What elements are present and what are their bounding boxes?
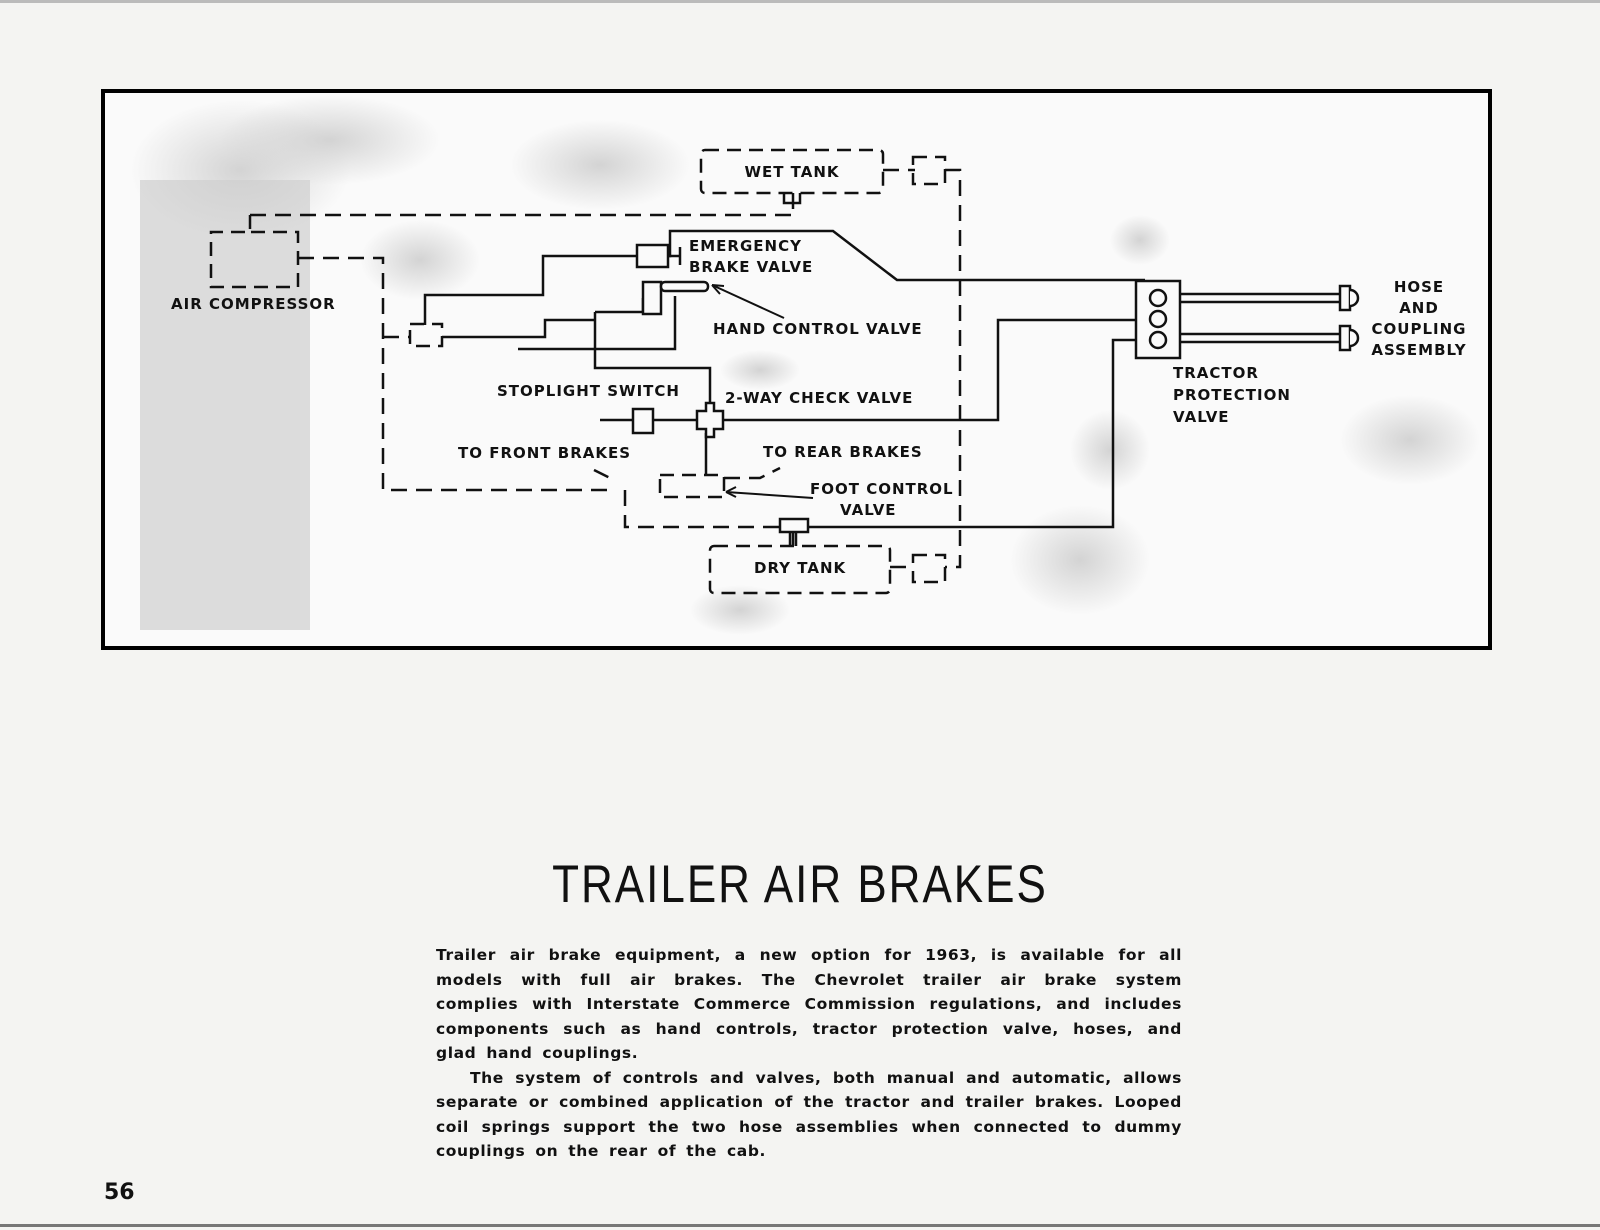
- dashed-air-lines: [250, 168, 962, 569]
- label-air-compressor: AIR COMPRESSOR: [171, 295, 336, 313]
- air-compressor-box: [209, 215, 300, 289]
- label-hand-control-valve: HAND CONTROL VALVE: [713, 320, 923, 338]
- label-hose-coupling-4: ASSEMBLY: [1371, 341, 1466, 359]
- hand-control-valve: [641, 280, 663, 316]
- label-tractor-protection-valve-2: PROTECTION: [1173, 386, 1291, 404]
- hand-control-lever: [659, 280, 710, 293]
- wet-tank-box: [699, 148, 885, 195]
- dry-tank-drain: [911, 553, 947, 584]
- article-paragraph-1: Trailer air brake equipment, a new optio…: [436, 946, 1182, 1062]
- dry-tank-check-valve: [778, 517, 810, 534]
- label-hose-coupling-3: COUPLING: [1372, 320, 1467, 338]
- foot-control-valve-box: [658, 473, 726, 499]
- article-body: Trailer air brake equipment, a new optio…: [436, 943, 1182, 1164]
- valve-components: [631, 193, 1360, 546]
- halftone-shading: [130, 95, 1480, 635]
- dashed-components: [209, 148, 947, 595]
- label-dry-tank: DRY TANK: [754, 559, 846, 577]
- label-emergency-brake-valve-1: EMERGENCY: [689, 237, 802, 255]
- label-hose-coupling-2: AND: [1399, 299, 1439, 317]
- label-hose-coupling-1: HOSE: [1394, 278, 1444, 296]
- hose-coupling-upper: [1338, 284, 1352, 312]
- label-to-rear-brakes: TO REAR BRAKES: [763, 443, 923, 461]
- page-title: TRAILER AIR BRAKES: [552, 855, 1048, 914]
- top-rule: [0, 0, 1600, 3]
- wet-tank-drain: [911, 155, 947, 186]
- governor: [408, 322, 444, 348]
- label-two-way-check-valve: 2-WAY CHECK VALVE: [725, 389, 913, 407]
- stoplight-switch: [631, 407, 655, 435]
- emergency-brake-valve: [635, 243, 670, 269]
- label-wet-tank: WET TANK: [744, 163, 839, 181]
- label-stoplight-switch: STOPLIGHT SWITCH: [497, 382, 680, 400]
- label-tractor-protection-valve-3: VALVE: [1173, 408, 1230, 426]
- label-to-front-brakes: TO FRONT BRAKES: [458, 444, 631, 462]
- label-emergency-brake-valve-2: BRAKE VALVE: [689, 258, 813, 276]
- leader-arrows: [711, 284, 814, 499]
- label-tractor-protection-valve-1: TRACTOR: [1173, 364, 1259, 382]
- solid-air-lines: [423, 229, 1340, 546]
- page-number: 56: [104, 1180, 135, 1205]
- label-foot-control-valve-1: FOOT CONTROL: [810, 480, 954, 498]
- hose-coupling-lower: [1338, 324, 1352, 352]
- dry-tank-box: [708, 544, 892, 595]
- bottom-rule: [0, 1224, 1600, 1227]
- two-way-check-valve: [695, 401, 725, 439]
- label-foot-control-valve-2: VALVE: [840, 501, 897, 519]
- air-brake-diagram: WET TANK EMERGENCY BRAKE VALVE AIR COMPR…: [101, 89, 1492, 650]
- article-paragraph-2: The system of controls and valves, both …: [436, 1068, 1182, 1161]
